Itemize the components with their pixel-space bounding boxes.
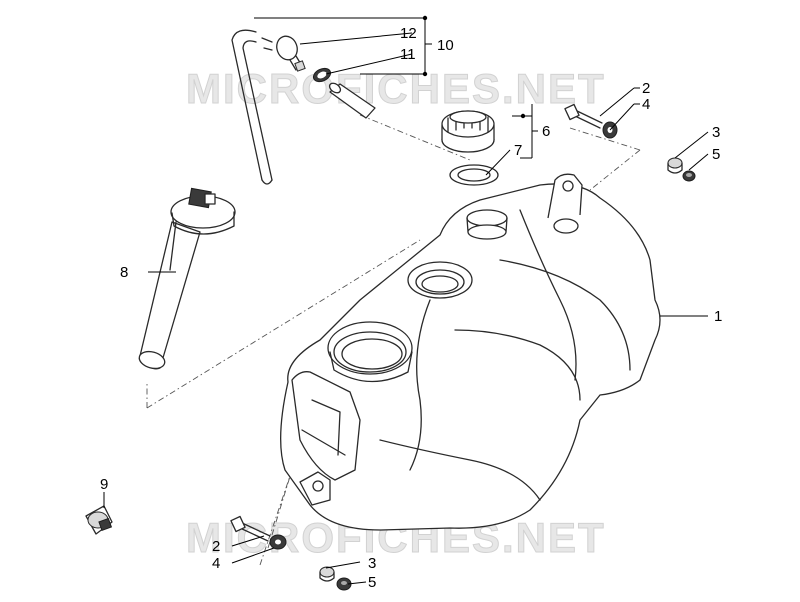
filler-cap-gasket [449, 164, 499, 186]
callout-bushing-bottom: 3 [368, 555, 376, 572]
callout-vent-hose: 11 [400, 46, 416, 63]
mount-bushing-bottom [319, 566, 335, 582]
callout-screw-top: 2 [642, 80, 650, 97]
assembly-dashed-lines [146, 114, 641, 566]
hose-clamp [85, 505, 113, 535]
fuel-tank [280, 173, 661, 531]
callout-nut-top: 5 [712, 146, 720, 163]
callout-cap-gasket: 7 [514, 142, 522, 159]
callout-vent-valve: 12 [400, 25, 417, 42]
fuel-filler-cap [441, 110, 495, 153]
fuel-pump-assembly [138, 187, 236, 370]
callout-screw-bottom: 2 [212, 538, 220, 555]
callout-nut-bottom: 5 [368, 574, 376, 591]
vent-short-hose [328, 82, 376, 119]
vent-breather-hose [231, 29, 273, 185]
leader-lines [103, 17, 709, 585]
watermark-top: MICROFICHES.NET [186, 65, 606, 112]
callout-hose-clamp: 9 [100, 476, 108, 493]
mount-washer-bottom [269, 534, 287, 550]
callout-fuel-pump: 8 [120, 264, 128, 281]
mount-screw-top [564, 103, 603, 129]
vent-hose-clamp [312, 67, 332, 83]
mount-screw-bottom [230, 515, 271, 542]
callout-vent-group: 10 [437, 37, 454, 54]
callout-cap-group: 6 [542, 123, 550, 140]
bracket-dots [422, 15, 526, 119]
callout-fuel-tank: 1 [714, 308, 722, 325]
callout-bushing-top: 3 [712, 124, 720, 141]
callout-labels: 1 2 3 4 5 6 7 8 9 10 11 12 2 4 3 5 [100, 25, 722, 591]
vent-valve [261, 35, 306, 72]
callout-washer-top: 4 [642, 96, 650, 113]
mount-bushing-top [667, 157, 683, 174]
callout-washer-bottom: 4 [212, 555, 220, 572]
mount-nut-top [682, 170, 696, 182]
